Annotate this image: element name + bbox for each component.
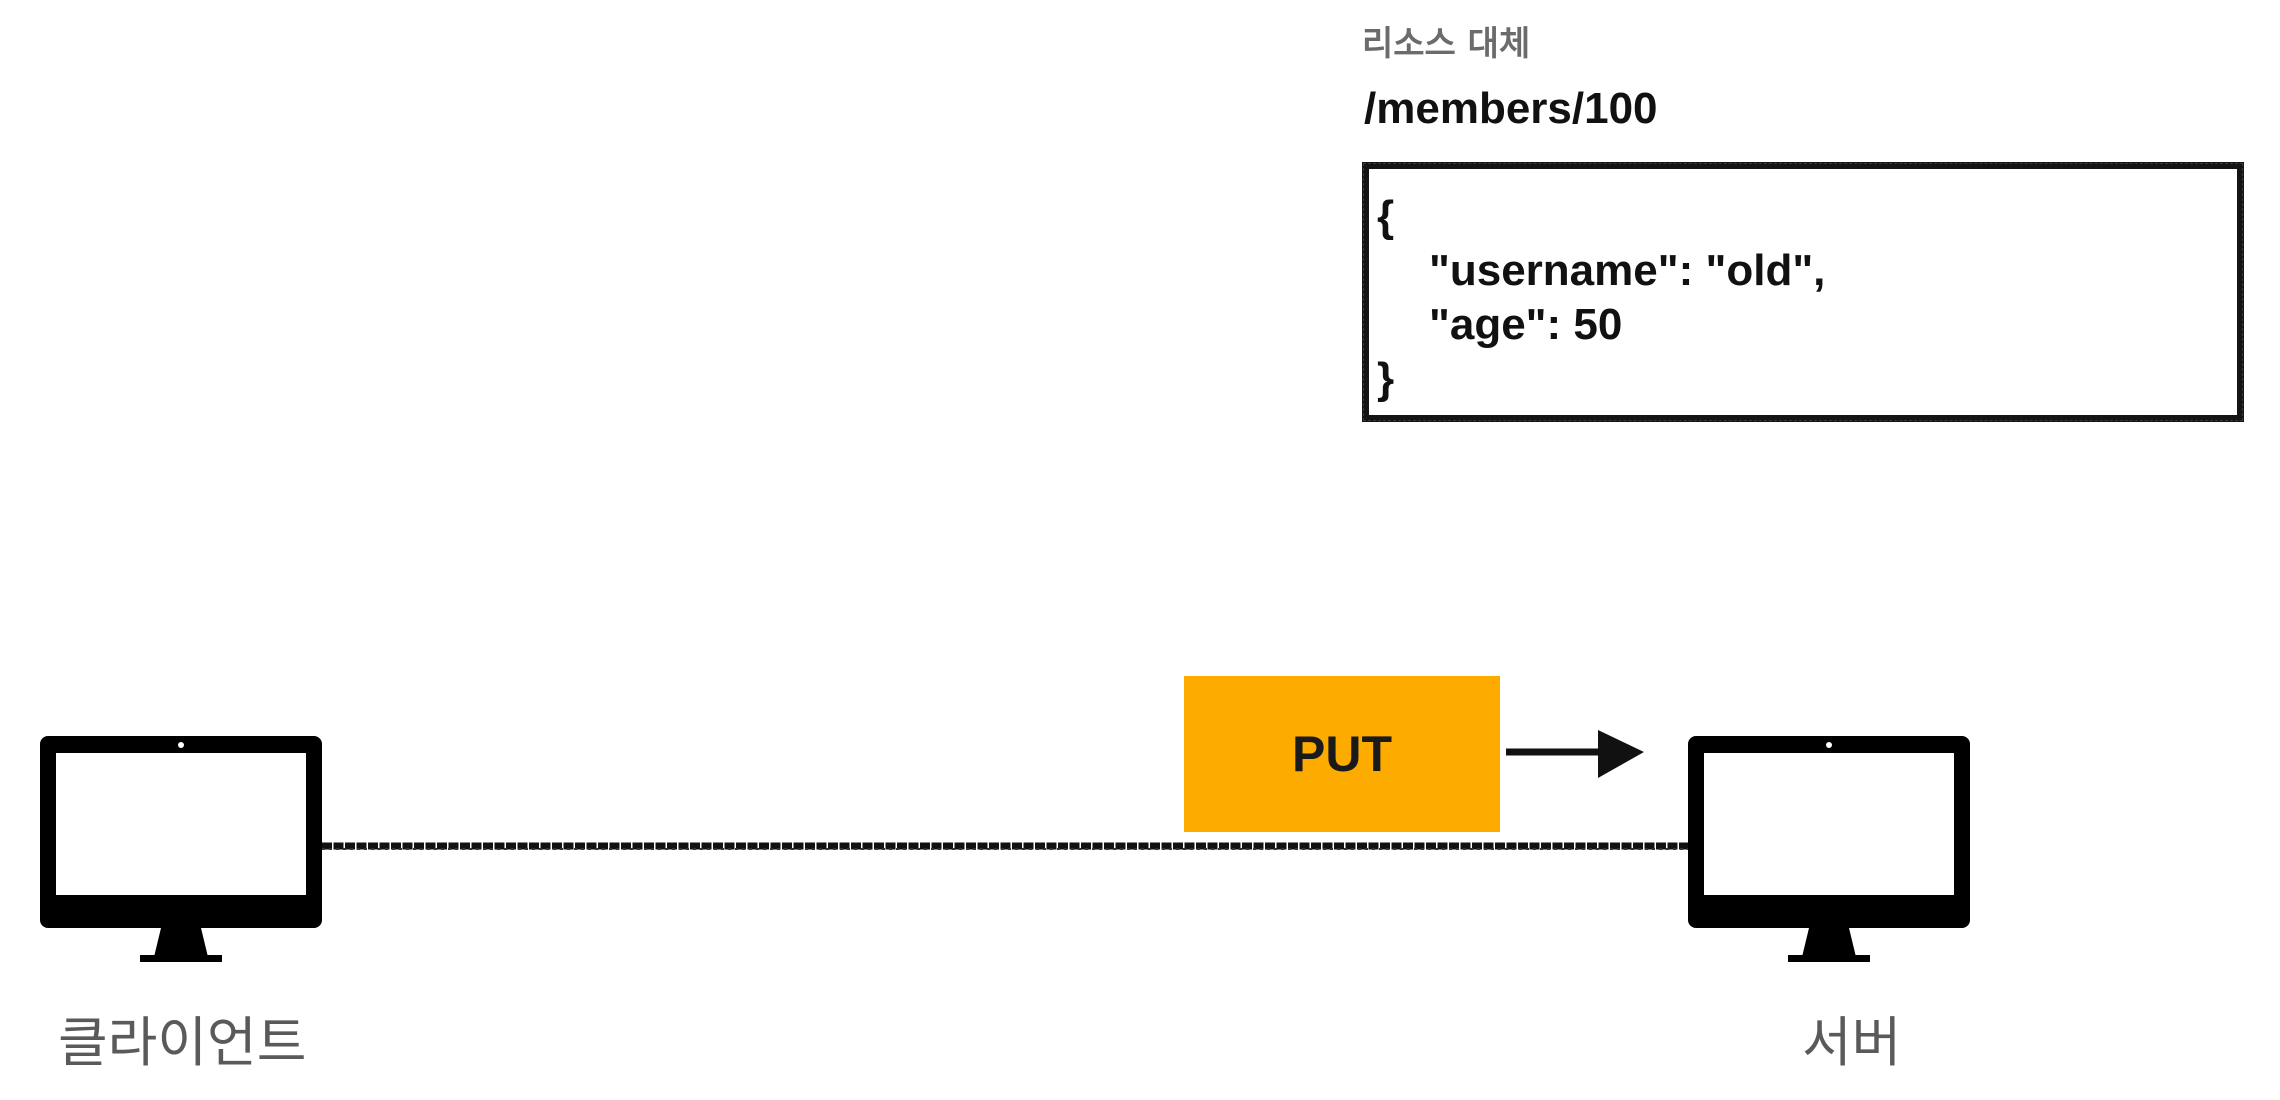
- arrow-right-icon: [1506, 730, 1644, 778]
- monitor-icon: [40, 736, 322, 962]
- client-label: 클라이언트: [58, 1011, 307, 1074]
- resource-path: /members/100: [1364, 84, 1658, 133]
- method-label: PUT: [1292, 726, 1392, 782]
- json-line: "age": 50: [1429, 300, 1623, 349]
- resource-json-box: { "username": "old", "age": 50 }: [1362, 162, 2244, 422]
- client-monitor: [40, 736, 322, 962]
- json-line: {: [1377, 192, 1395, 241]
- server-label: 서버: [1802, 1011, 1902, 1074]
- json-line: }: [1377, 354, 1395, 403]
- put-method-box: PUT: [1184, 676, 1500, 832]
- resource-caption: 리소스 대체: [1362, 24, 1531, 64]
- server-monitor: [1688, 736, 1970, 962]
- monitor-icon: [1688, 736, 1970, 962]
- json-line: "username": "old",: [1429, 246, 1826, 295]
